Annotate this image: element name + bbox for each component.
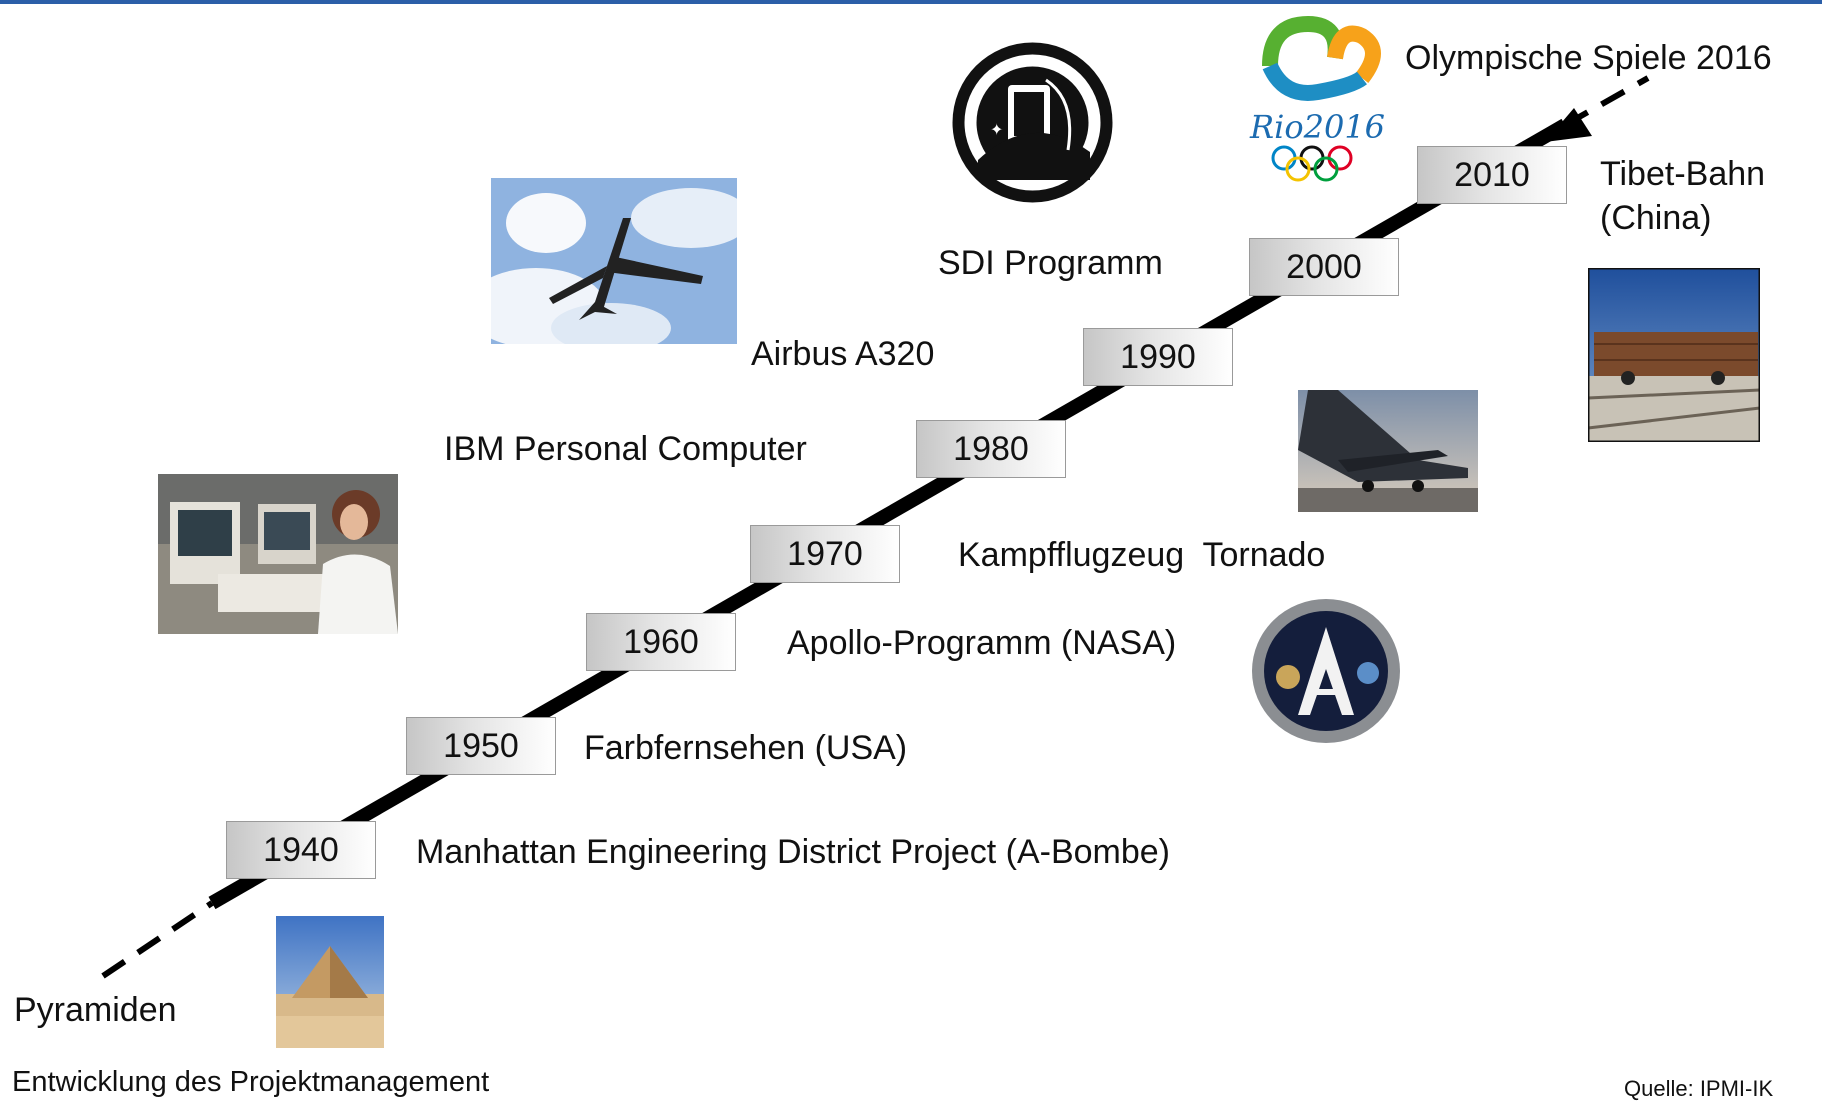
year-box-1940: 1940 (226, 821, 376, 879)
pyramid-photo (276, 916, 384, 1048)
footer-caption: Entwicklung des Projektmanagement (12, 1066, 490, 1098)
event-apollo: Apollo-Programm (NASA) (787, 624, 1177, 662)
event-olympia: Olympische Spiele 2016 (1405, 39, 1772, 77)
train-photo (1588, 268, 1760, 442)
source-note: Quelle: IPMI-IK (1624, 1076, 1774, 1101)
timeline-dashed-start (101, 900, 214, 979)
year-box-1950: 1950 (406, 717, 556, 775)
svg-text:Rio2016: Rio2016 (1249, 108, 1385, 146)
sdi-logo: ✦ (950, 40, 1115, 205)
event-manhattan: Manhattan Engineering District Project (… (416, 833, 1170, 871)
event-farbfernsehen: Farbfernsehen (USA) (584, 729, 908, 767)
event-airbus: Airbus A320 (751, 335, 935, 373)
year-box-1990: 1990 (1083, 328, 1233, 386)
airplane-photo (491, 178, 737, 344)
event-ibm-pc: IBM Personal Computer (444, 430, 807, 468)
computer-operator-photo (158, 474, 398, 634)
year-box-2010: 2010 (1417, 146, 1567, 204)
rio2016-logo: Rio2016 (1240, 6, 1390, 196)
apollo-logo (1250, 597, 1402, 745)
svg-text:✦: ✦ (990, 120, 1003, 139)
year-box-1960: 1960 (586, 613, 736, 671)
event-tibet-line1: Tibet-Bahn (1600, 155, 1766, 193)
year-box-1970: 1970 (750, 525, 900, 583)
year-box-2000: 2000 (1249, 238, 1399, 296)
event-sdi: SDI Programm (938, 244, 1163, 282)
tornado-jet-photo (1298, 390, 1478, 512)
event-tibet-line2: (China) (1600, 199, 1712, 237)
event-tornado: Kampfflugzeug Tornado (958, 536, 1326, 574)
event-pyramiden: Pyramiden (14, 991, 177, 1029)
timeline-arrowhead (1545, 108, 1592, 142)
year-box-1980: 1980 (916, 420, 1066, 478)
top-accent-bar (0, 0, 1822, 4)
